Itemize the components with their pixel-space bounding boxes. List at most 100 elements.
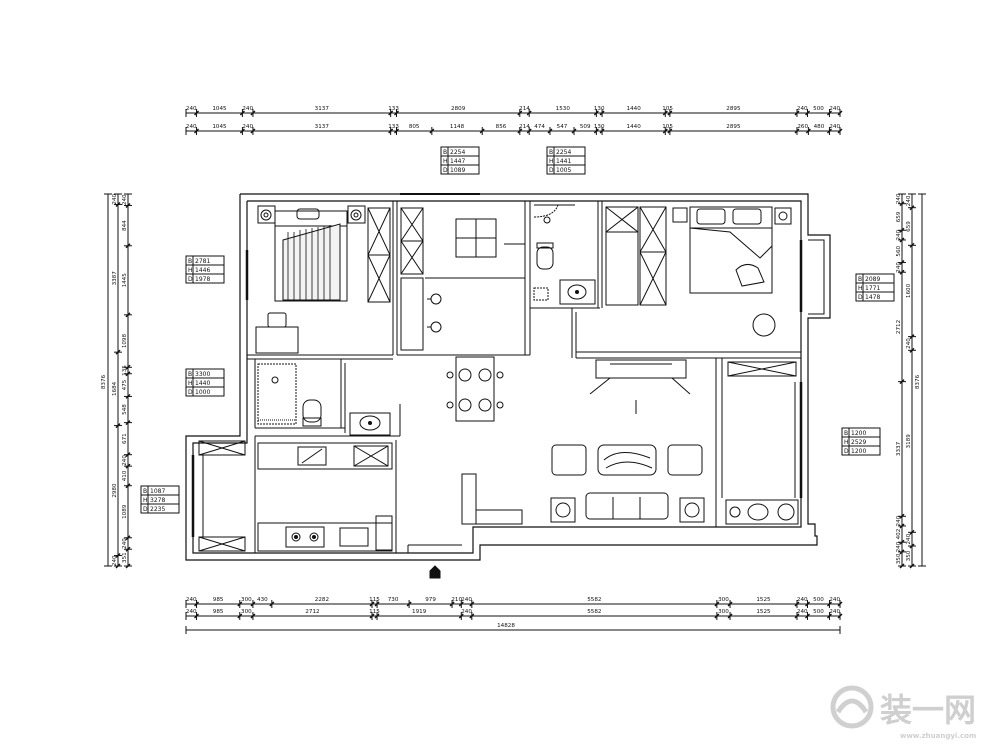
sink-counter: [559, 279, 596, 305]
dimension-label: 115: [369, 609, 380, 615]
spec-key: D: [858, 294, 863, 301]
spec-value: 2254: [450, 149, 465, 156]
dimension-label: 240: [829, 124, 840, 130]
wardrobe-4: [727, 361, 797, 377]
balcony-left: [191, 440, 246, 552]
bedroom-1: [245, 205, 391, 354]
master-bed: [689, 206, 773, 294]
dimension-label: 2895: [726, 124, 741, 130]
lamp-icon: [684, 502, 700, 518]
spec-value: 1005: [556, 167, 571, 174]
spec-key: H: [443, 158, 448, 165]
counter-bar: [400, 277, 424, 351]
storage-cabinet: [198, 536, 246, 552]
bed-throw: [735, 264, 765, 287]
dimension-label: 240: [186, 609, 197, 615]
dimension-label: 3137: [315, 124, 330, 130]
spec-value: 1440: [195, 380, 210, 387]
dimension-label: 240: [122, 538, 128, 549]
watermark-logo-icon: [830, 685, 874, 729]
dimension-label: 240: [829, 609, 840, 615]
dimension-label: 133: [388, 124, 399, 130]
dimension-label: 3387: [112, 271, 118, 286]
round-stool: [752, 313, 776, 337]
dimension-label: 1530: [556, 106, 571, 112]
dimension-label: 240: [242, 106, 253, 112]
spec-key: D: [549, 167, 554, 174]
dimension-label: 1440: [627, 106, 642, 112]
dimension-label: 240: [906, 195, 912, 206]
shower-area: [257, 363, 297, 425]
sink-icon: [359, 415, 381, 431]
spec-key: B: [188, 371, 192, 378]
spec-key: D: [844, 448, 849, 455]
dimension-label: 5582: [587, 597, 601, 603]
spec-value: 1200: [851, 448, 866, 455]
kitchen-sink: [297, 446, 327, 466]
dimension-label: 130: [594, 106, 605, 112]
shower-icon: [271, 376, 279, 384]
bathroom-main: [533, 204, 596, 305]
dimension-label: 240: [797, 106, 808, 112]
spec-value: 2089: [865, 276, 880, 283]
dimension-label: 500: [813, 597, 824, 603]
dimension-label: 979: [425, 597, 436, 603]
dimension-label: 410: [122, 470, 128, 481]
dimension-label: 5582: [587, 609, 601, 615]
watermark-brand: 装一网: [880, 691, 976, 729]
spec-key: H: [188, 267, 193, 274]
dimension-label: 1525: [756, 609, 771, 615]
spec-key: D: [188, 389, 193, 396]
sink-icon: [567, 284, 587, 300]
dimension-label: 671: [122, 433, 128, 444]
washer-icon: [777, 503, 795, 521]
dimension-label: 130: [594, 124, 605, 130]
dimension-label: 133: [388, 106, 399, 112]
desk-chair: [267, 312, 287, 328]
left-dimension-outer: 8376: [101, 193, 112, 567]
dimension-label: 240: [906, 533, 912, 544]
dimension-label: 214: [519, 124, 530, 130]
entry-marker-icon: [429, 565, 441, 579]
dimension-label: 500: [813, 609, 824, 615]
spec-value: 2254: [556, 149, 571, 156]
dimension-label: 240: [186, 124, 197, 130]
spec-key: B: [443, 149, 447, 156]
dimension-label: 115: [369, 597, 380, 603]
dimension-label: 1089: [122, 504, 128, 519]
spec-key: B: [844, 430, 848, 437]
chair: [458, 368, 472, 382]
dimension-label: 240: [896, 541, 902, 552]
spec-key: D: [443, 167, 448, 174]
dimension-label: 1045: [212, 124, 227, 130]
dimension-label: 350: [906, 550, 912, 561]
dimension-label: 805: [409, 124, 420, 130]
dimension-label: 2980: [112, 483, 118, 498]
dimension-label: 351: [122, 552, 128, 563]
dimension-label: 240: [112, 555, 118, 566]
dimension-label: 659: [896, 211, 902, 222]
dimension-label: 240: [896, 193, 902, 204]
dimension-label: 3337: [896, 441, 902, 456]
dimension-label: 1098: [122, 334, 128, 349]
toilet-icon: [536, 246, 554, 270]
dimension-label: 135: [122, 365, 128, 376]
total-width-label: 14828: [497, 623, 515, 629]
spec-value: 1089: [450, 167, 465, 174]
dimension-label: 548: [122, 404, 128, 415]
dimension-label: 240: [461, 609, 472, 615]
spec-value: 1000: [195, 389, 210, 396]
dimension-label: 1684: [112, 381, 118, 396]
pillow: [296, 208, 320, 220]
dimension-label: 1045: [212, 106, 227, 112]
spec-key: B: [143, 488, 147, 495]
dimension-label: 500: [813, 106, 824, 112]
dimension-label: 240: [906, 338, 912, 349]
vanity: [725, 499, 799, 525]
